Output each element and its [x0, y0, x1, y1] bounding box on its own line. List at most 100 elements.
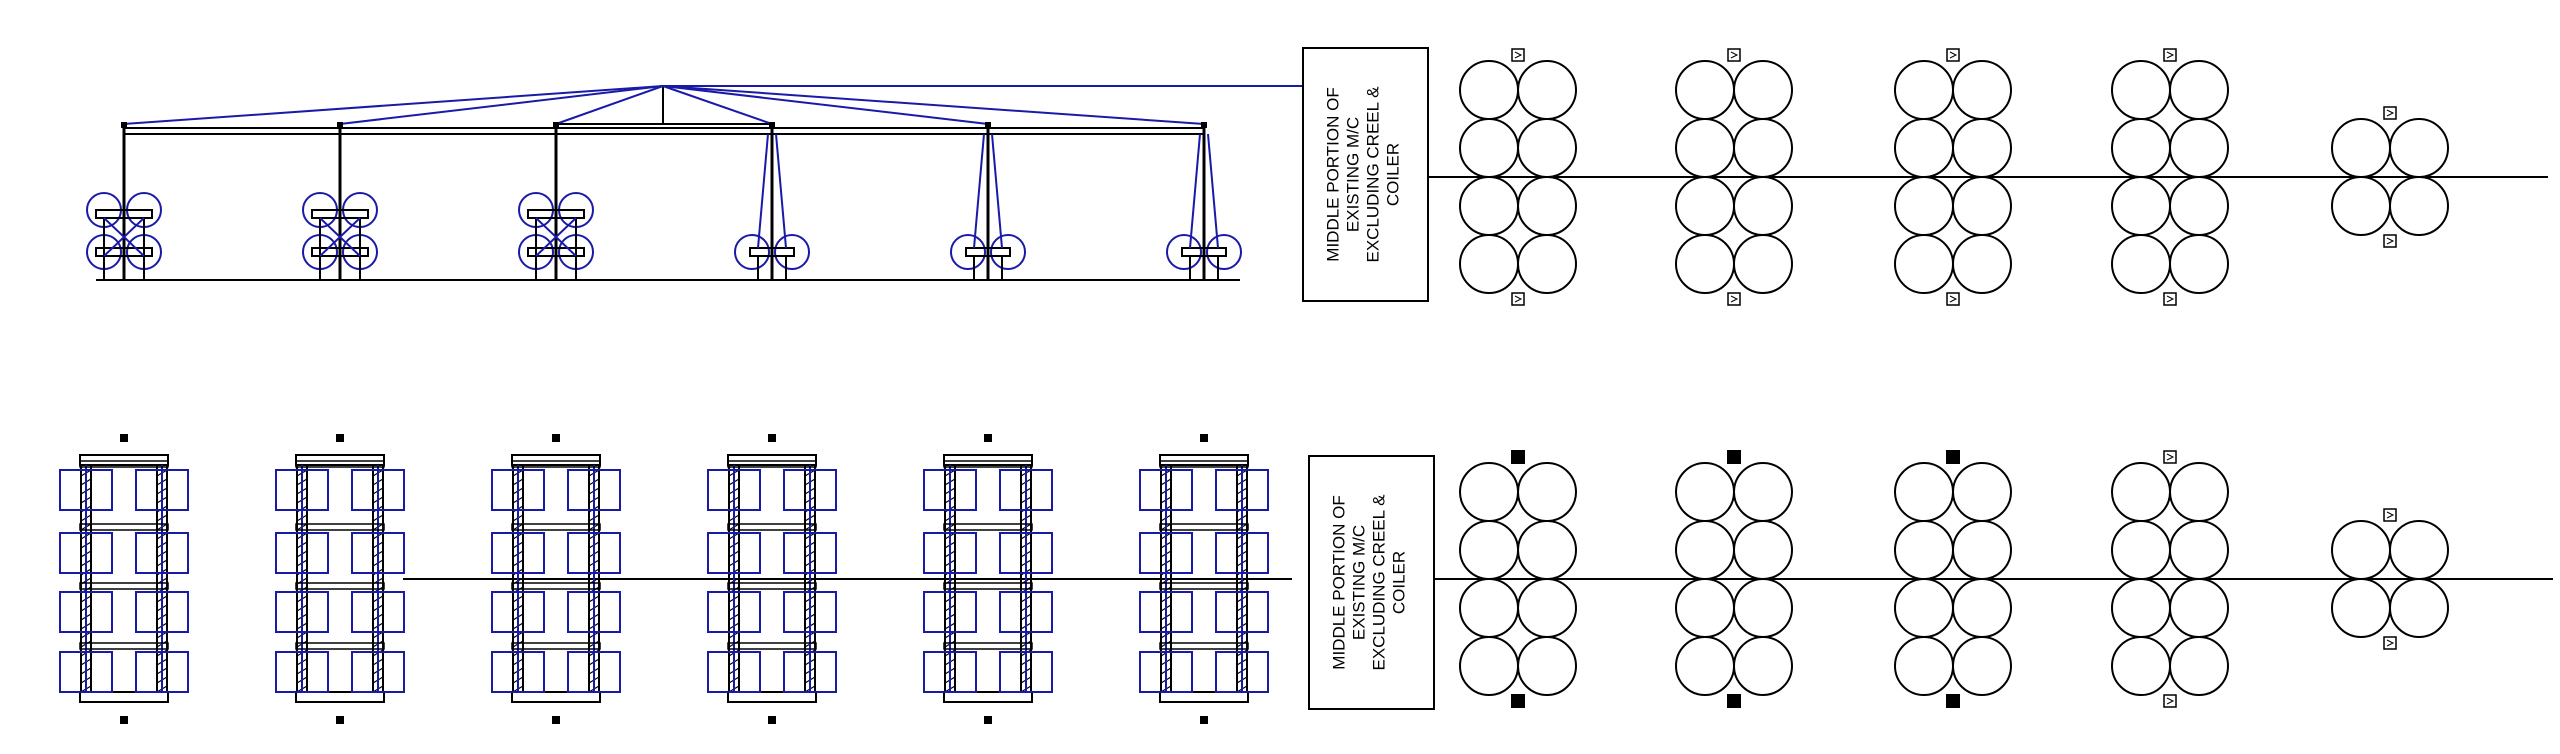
bobbin-box — [59, 591, 113, 633]
roll-right — [1733, 118, 1793, 178]
sensor-marker-icon — [1946, 292, 1960, 306]
roll-left — [1459, 636, 1519, 696]
solid-marker-icon — [1727, 694, 1741, 708]
bobbin-box — [275, 651, 329, 693]
roll-right — [2169, 636, 2229, 696]
creel-end-bar — [295, 454, 385, 466]
roll-right — [1952, 234, 2012, 294]
creel-shelf — [1159, 582, 1249, 590]
roll-right — [1733, 578, 1793, 638]
roll-right — [1952, 60, 2012, 120]
creel-end-bar — [1159, 691, 1249, 703]
roll-left — [1894, 118, 1954, 178]
creel-shelf — [1159, 642, 1249, 650]
frame-post-cap — [1201, 122, 1207, 128]
bobbin-box — [135, 591, 189, 633]
roll-right — [2389, 578, 2449, 638]
creel-shelf — [511, 460, 601, 468]
sensor-arrow-icon — [2386, 511, 2395, 519]
roll-right — [1517, 60, 1577, 120]
bobbin-box — [1215, 532, 1269, 574]
creel-shelf — [1181, 247, 1227, 257]
creel-guide-line — [662, 85, 773, 125]
bobbin-box — [999, 651, 1053, 693]
creel-end-bar — [79, 454, 169, 466]
bobbin-box — [1139, 532, 1193, 574]
roll-right — [1733, 636, 1793, 696]
bobbin-box — [707, 469, 761, 511]
frame-post-cap — [337, 122, 343, 128]
sensor-arrow-icon — [1514, 295, 1523, 303]
bottom-creel-unit-2 — [275, 434, 405, 724]
sensor-marker-icon — [2383, 508, 2397, 522]
roll-stand-4 — [2111, 450, 2229, 708]
roll-stand-5 — [2331, 508, 2449, 650]
creel-end-bar — [511, 691, 601, 703]
bobbin-box — [783, 532, 837, 574]
bottom-label-line-1: MIDDLE PORTION OF — [1330, 495, 1349, 669]
creel-end-bar — [511, 454, 601, 466]
creel-guide-line — [123, 85, 664, 125]
creel-shelf — [95, 247, 153, 257]
bobbin — [734, 234, 770, 270]
roll-left — [1459, 234, 1519, 294]
bottom-creel-unit-3 — [491, 434, 621, 724]
roll-left — [1675, 176, 1735, 236]
bottom-creel-unit-5 — [923, 434, 1053, 724]
roll-right — [1517, 636, 1577, 696]
bobbin-box — [1215, 469, 1269, 511]
bobbin-box — [491, 532, 545, 574]
bottom-label-line-2: EXISTING M/C — [1350, 525, 1369, 640]
creel-shelf — [527, 209, 585, 219]
creel-guide-taper — [1207, 133, 1219, 249]
solid-marker-icon — [1946, 450, 1960, 464]
top-middle-portion-label: MIDDLE PORTION OF EXISTING M/C EXCLUDING… — [1302, 47, 1429, 302]
solid-marker-icon — [1727, 450, 1741, 464]
end-marker-icon — [336, 716, 344, 724]
creel-end-bar — [1159, 454, 1249, 466]
bobbin-box — [135, 469, 189, 511]
roll-left — [1894, 234, 1954, 294]
roll-left — [1675, 578, 1735, 638]
roll-stand-1 — [1459, 48, 1577, 306]
roll-right — [1517, 578, 1577, 638]
creel-unit-1 — [86, 192, 162, 280]
roll-left — [2331, 176, 2391, 236]
top-label-line-3: EXCLUDING CREEL & — [1364, 86, 1383, 263]
creel-shelf — [79, 582, 169, 590]
roll-right — [2169, 234, 2229, 294]
top-roll-stands — [1459, 48, 2449, 306]
solid-marker-icon — [1511, 450, 1525, 464]
creel-unit-2 — [302, 192, 378, 280]
top-label-line-1: MIDDLE PORTION OF — [1324, 87, 1343, 261]
frame-post-cap — [553, 122, 559, 128]
roll-stand-1 — [1459, 450, 1577, 708]
creel-shelf — [727, 642, 817, 650]
creel-unit-4 — [734, 133, 810, 280]
bobbin — [1166, 234, 1202, 270]
bobbin-box — [491, 469, 545, 511]
sensor-marker-icon — [2163, 48, 2177, 62]
top-label-box — [1302, 47, 1429, 302]
frame-post-cap — [985, 122, 991, 128]
roll-right — [1733, 520, 1793, 580]
sensor-arrow-icon — [2386, 237, 2395, 245]
roll-right — [1952, 636, 2012, 696]
end-marker-icon — [552, 434, 560, 442]
bobbin-box — [567, 532, 621, 574]
bobbin-box — [567, 469, 621, 511]
roll-right — [1733, 176, 1793, 236]
solid-marker-icon — [1511, 694, 1525, 708]
bobbin-box — [707, 591, 761, 633]
end-marker-icon — [120, 716, 128, 724]
roll-stand-5 — [2331, 106, 2449, 248]
bobbin-box — [783, 591, 837, 633]
creel-end-bar — [295, 691, 385, 703]
creel-shelf — [295, 523, 385, 531]
frame-post-cap — [769, 122, 775, 128]
end-marker-icon — [1200, 434, 1208, 442]
roll-left — [1675, 636, 1735, 696]
roll-left — [2331, 520, 2391, 580]
sensor-marker-icon — [1511, 292, 1525, 306]
bottom-label-box — [1308, 455, 1435, 710]
